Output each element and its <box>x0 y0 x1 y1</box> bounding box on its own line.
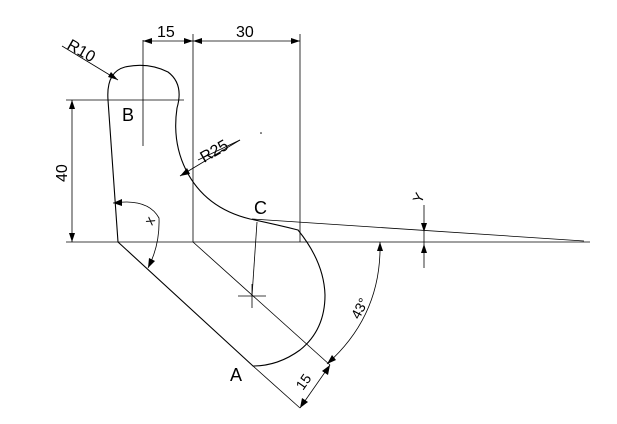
label-dim-r10: R10 <box>64 37 98 66</box>
dim-40-arrow-top <box>69 100 75 109</box>
dim-40-arrow-bottom <box>69 233 75 242</box>
diagonal-center-line <box>192 241 331 366</box>
dim-30-arrow-right <box>291 38 300 44</box>
construction-lines <box>66 34 590 409</box>
angle-43-arc <box>326 241 381 365</box>
dim-r25-arrow <box>180 168 190 176</box>
dim-15-bottom-arrow-top <box>322 365 330 375</box>
dim-r10-arrow <box>108 72 118 80</box>
label-angle-y: Y <box>409 189 428 205</box>
label-point-a: A <box>230 365 242 385</box>
dim-r25-leader <box>179 139 241 177</box>
angle-x-arc <box>112 201 160 269</box>
outline-left-edge <box>107 99 119 243</box>
a-extension <box>252 365 301 409</box>
dim-15-top-arrow-right <box>184 38 193 44</box>
label-dim-15-bottom: 15 <box>292 371 314 393</box>
angle-x-arrow-bottom <box>148 258 155 268</box>
label-angle-43: 43° <box>348 295 372 321</box>
dim-r25-shoulder <box>197 139 241 161</box>
outline-r10-arc <box>107 64 180 109</box>
dim-15-top-arrow-left <box>143 38 152 44</box>
label-angle-x: x <box>141 213 158 227</box>
label-point-c: C <box>254 198 267 218</box>
dim-y-arrow-top <box>421 223 427 232</box>
dim-r10-leader <box>61 45 119 81</box>
center-dot <box>260 132 262 134</box>
c-center-line <box>251 221 258 297</box>
label-dim-30: 30 <box>236 24 254 41</box>
label-dim-r25: R25 <box>198 137 232 166</box>
angle-x-arrow-top <box>113 199 122 206</box>
angle-43-arrow-top <box>377 242 383 251</box>
label-dim-15-top: 15 <box>157 24 175 41</box>
outline-lower-edge <box>117 241 254 367</box>
dim-y-arrow-bottom <box>421 244 427 253</box>
dim-15-bottom-arrow-bottom <box>300 398 308 408</box>
angle-43-arrow-bottom <box>327 355 336 364</box>
outline-r25-arc <box>175 107 299 231</box>
part-outline <box>107 64 326 367</box>
dim-30-arrow-left <box>193 38 202 44</box>
dimensions <box>61 38 427 409</box>
sloped-line <box>251 218 585 242</box>
label-dim-40: 40 <box>54 164 71 182</box>
label-point-b: B <box>122 105 134 125</box>
outline-right-arc <box>252 229 326 367</box>
